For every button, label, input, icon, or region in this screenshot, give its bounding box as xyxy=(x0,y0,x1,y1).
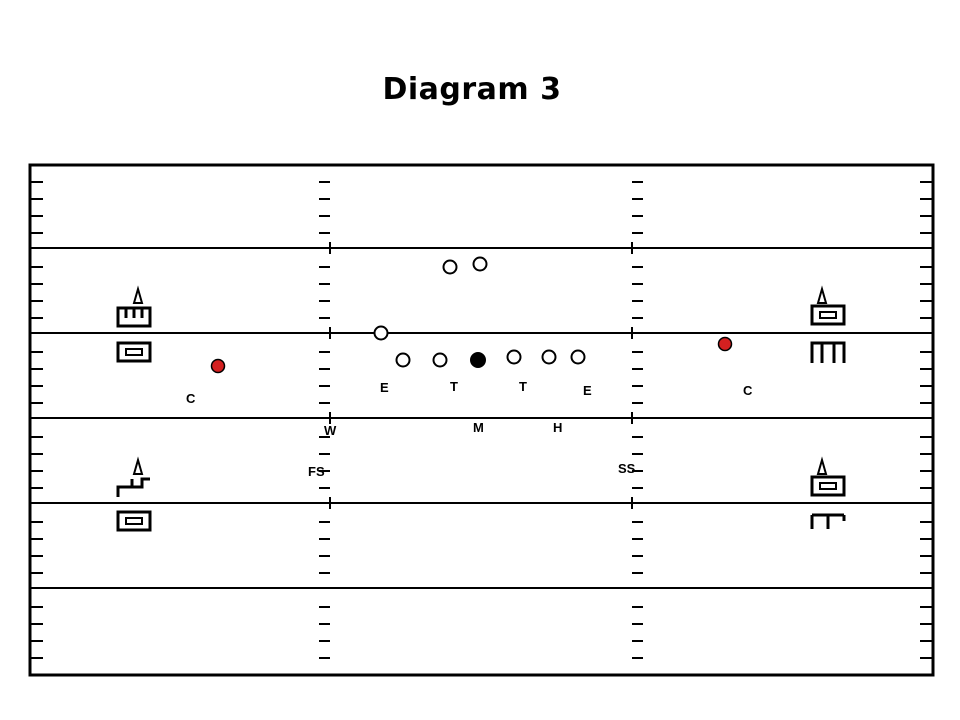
left-red-player xyxy=(210,358,226,374)
center xyxy=(470,352,486,368)
offense-player xyxy=(472,256,488,272)
label-right-t: T xyxy=(519,379,527,394)
diagram-title: Diagram 3 xyxy=(382,72,562,107)
offense-end xyxy=(570,349,586,365)
yard-number-top-left xyxy=(116,285,152,363)
label-left-t: T xyxy=(450,379,458,394)
offense-wing xyxy=(373,325,389,341)
hash-marks xyxy=(30,181,933,659)
label-left-e: E xyxy=(380,380,389,395)
yard-number-bottom-left xyxy=(116,456,152,532)
label-w: W xyxy=(324,423,337,438)
offense-tackle xyxy=(541,349,557,365)
label-ss: SS xyxy=(618,461,636,476)
field-border xyxy=(28,163,935,677)
offense-guard xyxy=(506,349,522,365)
yard-number-top-right xyxy=(810,285,846,363)
offense-player xyxy=(442,259,458,275)
label-left-c: C xyxy=(186,391,196,406)
label-fs: FS xyxy=(308,464,325,479)
offense-tackle xyxy=(395,352,411,368)
label-right-e: E xyxy=(583,383,592,398)
label-right-c: C xyxy=(743,383,753,398)
offense-guard xyxy=(432,352,448,368)
label-m: M xyxy=(473,420,484,435)
label-h: H xyxy=(553,420,562,435)
right-red-player xyxy=(717,336,733,352)
yard-number-bottom-right xyxy=(810,456,846,529)
